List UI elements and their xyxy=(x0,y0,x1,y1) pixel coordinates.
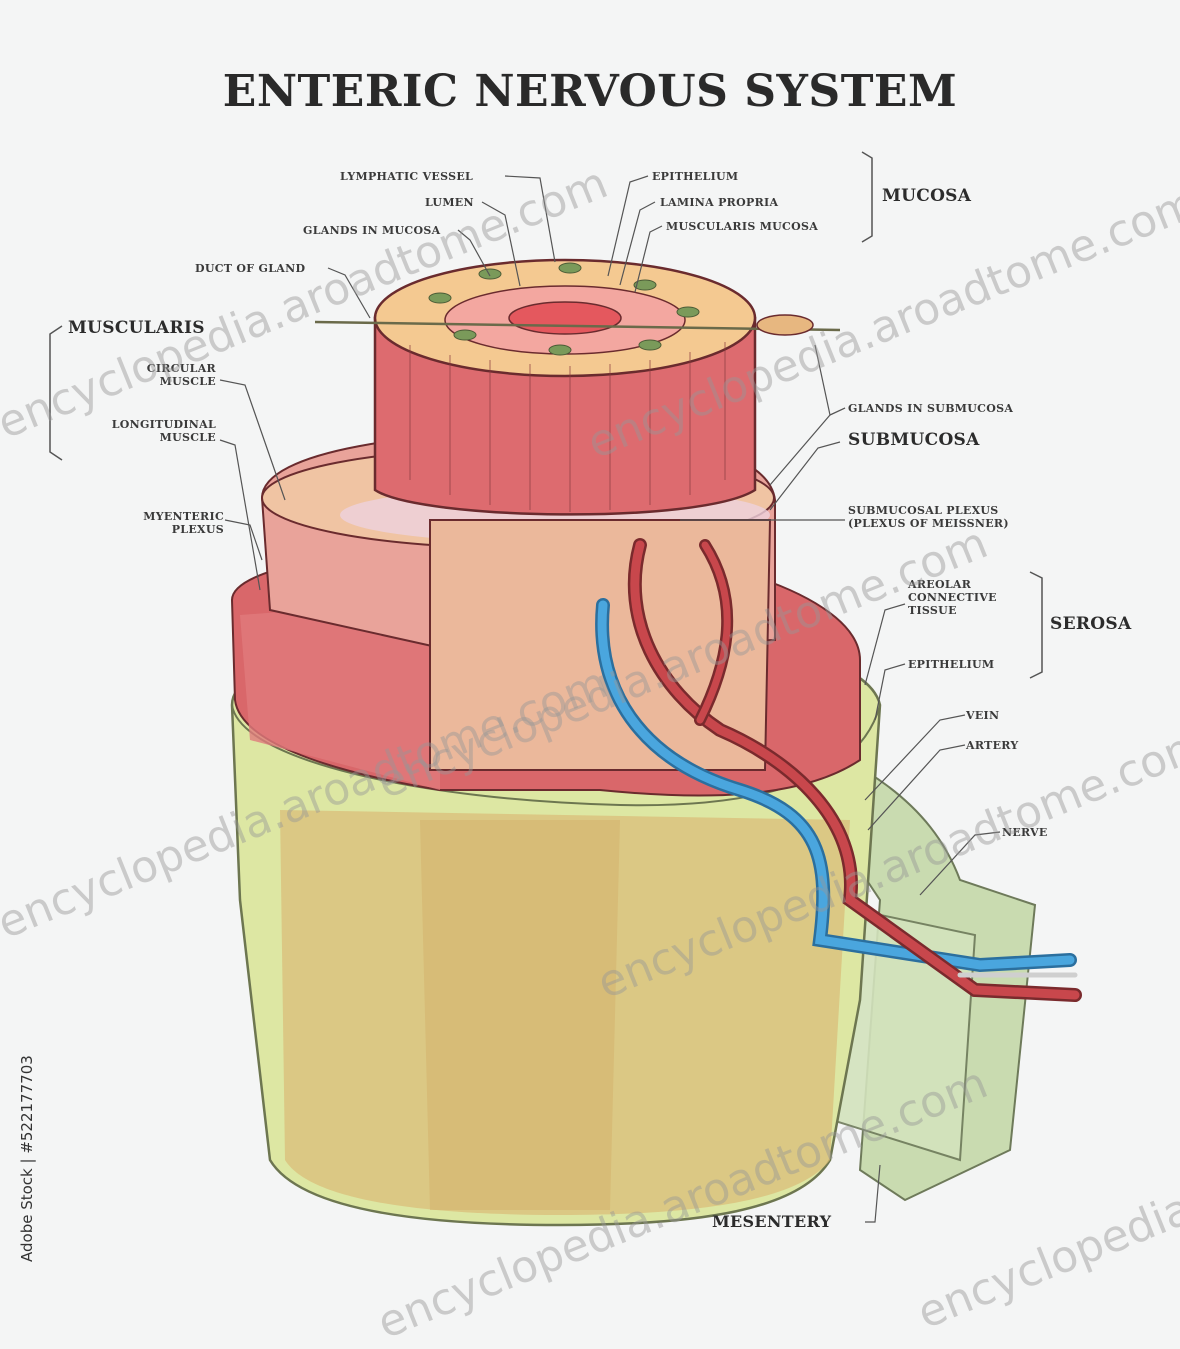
label-vein: VEIN xyxy=(966,709,999,722)
group-label-serosa: SEROSA xyxy=(1050,614,1131,634)
label-mesentery: MESENTERY xyxy=(712,1212,831,1231)
diagram-title: ENTERIC NERVOUS SYSTEM xyxy=(0,66,1180,117)
mucosa-cylinder xyxy=(375,260,755,514)
label-submucosal-plexus: SUBMUCOSAL PLEXUS (PLEXUS OF MEISSNER) xyxy=(848,504,1009,530)
label-nerve: NERVE xyxy=(1002,826,1048,839)
group-label-submucosa: SUBMUCOSA xyxy=(848,430,980,450)
label-epithelium-serosa: EPITHELIUM xyxy=(908,658,994,671)
label-duct-of-gland: DUCT OF GLAND xyxy=(195,262,305,275)
label-longitudinal-muscle: LONGITUDINAL MUSCLE xyxy=(80,418,216,444)
label-circular-muscle: CIRCULAR MUSCLE xyxy=(120,362,216,388)
stock-credit: Adobe Stock | #522177703 xyxy=(18,1055,36,1262)
diagram: ENTERIC NERVOUS SYSTEM LYMPHATIC VESSEL … xyxy=(0,0,1180,1280)
intestine-illustration xyxy=(0,0,1180,1280)
label-myenteric-plexus: MYENTERIC PLEXUS xyxy=(110,510,224,536)
label-lumen: LUMEN xyxy=(425,196,474,209)
label-epithelium-mucosa: EPITHELIUM xyxy=(652,170,738,183)
group-label-mucosa: MUCOSA xyxy=(882,186,971,206)
label-lamina-propria: LAMINA PROPRIA xyxy=(660,196,778,209)
label-areolar-connective-tissue: AREOLAR CONNECTIVE TISSUE xyxy=(908,578,997,617)
label-muscularis-mucosa: MUSCULARIS MUCOSA xyxy=(666,220,818,233)
label-artery: ARTERY xyxy=(966,739,1019,752)
label-glands-in-mucosa: GLANDS IN MUCOSA xyxy=(303,224,440,237)
label-lymphatic-vessel: LYMPHATIC VESSEL xyxy=(340,170,473,183)
group-label-muscularis: MUSCULARIS xyxy=(68,318,205,338)
label-glands-in-submucosa: GLANDS IN SUBMUCOSA xyxy=(848,402,1013,415)
